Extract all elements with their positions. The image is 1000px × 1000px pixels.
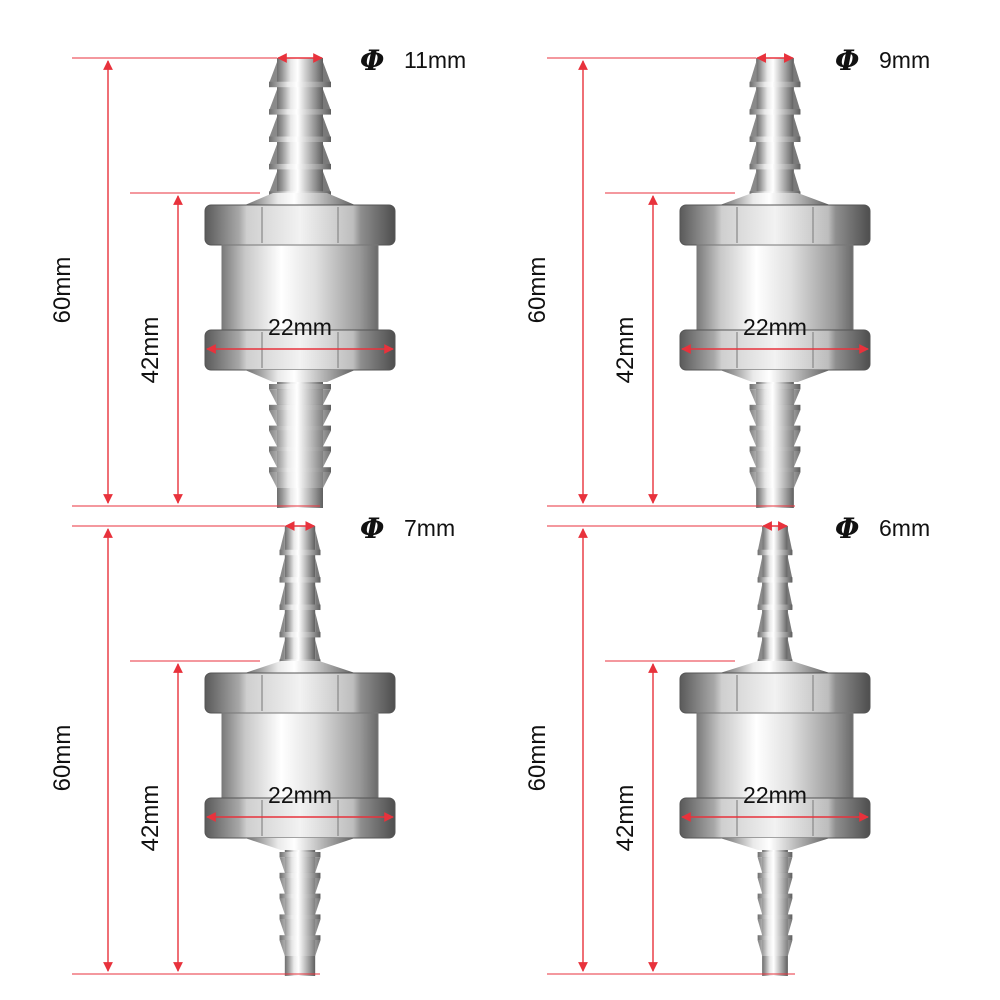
width-label: 22mm — [268, 782, 332, 808]
total-length-label: 60mm — [524, 257, 551, 324]
fitting-drawing: 60mm 42mm 22mm Φ 6mm — [524, 512, 930, 976]
dimension-annotations: 60mm 42mm 22mm Φ 9mm — [524, 44, 930, 507]
body-length-label: 42mm — [137, 317, 164, 384]
body-length-label: 42mm — [612, 785, 639, 852]
valve-fitting — [204, 526, 396, 976]
width-label: 22mm — [743, 314, 807, 340]
dimension-annotations: 60mm 42mm 22mm Φ 7mm — [49, 512, 455, 975]
diameter-symbol: Φ — [360, 512, 384, 545]
diameter-symbol: Φ — [835, 512, 859, 545]
body-length-label: 42mm — [137, 785, 164, 852]
valve-fitting — [204, 58, 396, 508]
diameter-label: 7mm — [404, 515, 455, 541]
valve-fitting — [679, 58, 871, 508]
diameter-symbol: Φ — [835, 44, 859, 77]
fitting-panel-7mm: 60mm 42mm 22mm Φ 7mm — [0, 468, 500, 976]
total-length-label: 60mm — [49, 725, 76, 792]
fitting-drawing: 60mm 42mm 22mm Φ 11mm — [49, 44, 466, 508]
diameter-label: 9mm — [879, 47, 930, 73]
diameter-label: 11mm — [404, 47, 466, 73]
diameter-label: 6mm — [879, 515, 930, 541]
dimension-annotations: 60mm 42mm 22mm Φ 11mm — [49, 44, 466, 507]
fitting-panel-11mm: 60mm 42mm 22mm Φ 11mm — [0, 0, 500, 508]
body-length-label: 42mm — [612, 317, 639, 384]
diameter-symbol: Φ — [360, 44, 384, 77]
total-length-label: 60mm — [49, 257, 76, 324]
fitting-drawing: 60mm 42mm 22mm Φ 9mm — [524, 44, 930, 508]
dimension-annotations: 60mm 42mm 22mm Φ 6mm — [524, 512, 930, 975]
fitting-panel-6mm: 60mm 42mm 22mm Φ 6mm — [475, 468, 975, 976]
fitting-panel-9mm: 60mm 42mm 22mm Φ 9mm — [475, 0, 975, 508]
total-length-label: 60mm — [524, 725, 551, 792]
width-label: 22mm — [268, 314, 332, 340]
width-label: 22mm — [743, 782, 807, 808]
fitting-drawing: 60mm 42mm 22mm Φ 7mm — [49, 512, 455, 976]
valve-fitting — [679, 526, 871, 976]
